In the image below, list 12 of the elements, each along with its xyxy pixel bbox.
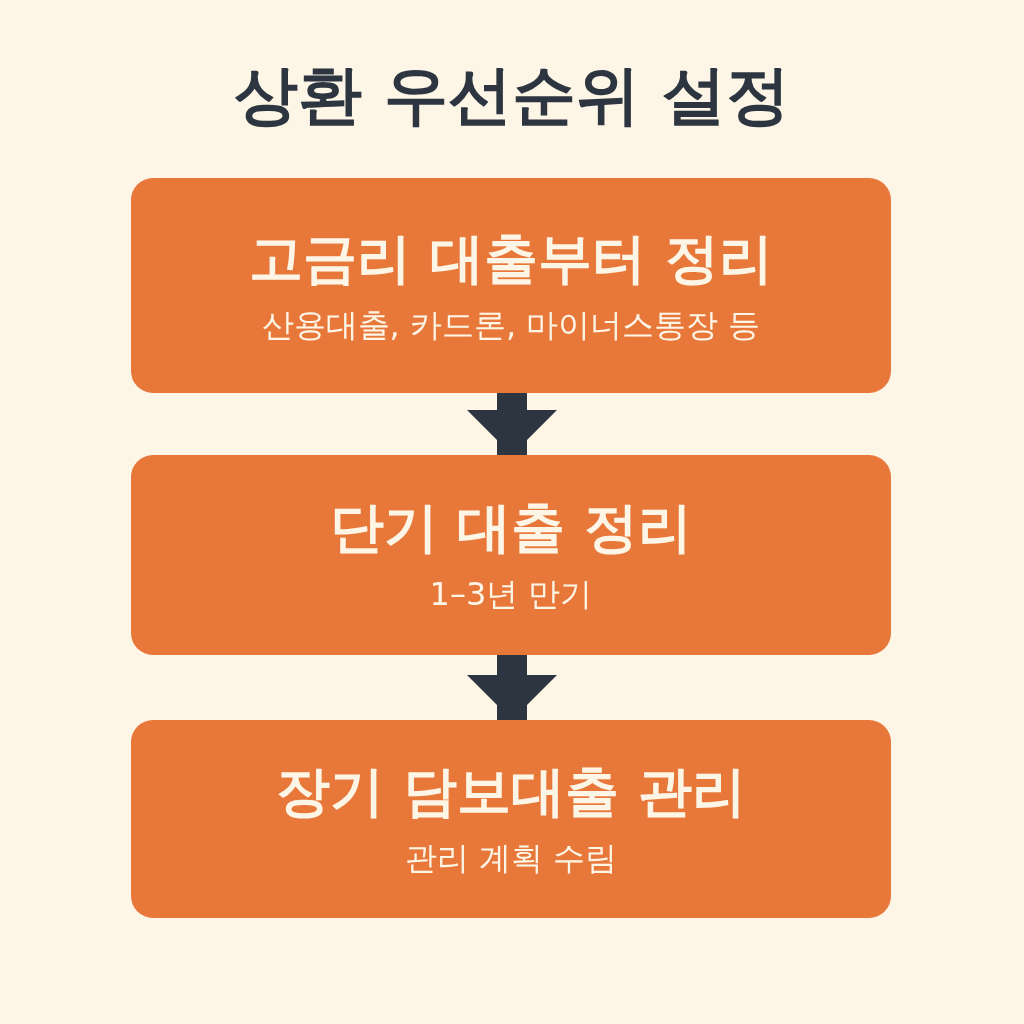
title: 상환 우선순위 설정 <box>233 58 791 132</box>
process-box <box>131 178 891 393</box>
box-heading: 장기 담보대출 관리 <box>276 760 746 826</box>
box-heading: 단기 대출 정리 <box>330 496 692 562</box>
arrow <box>467 393 557 455</box>
box-heading: 고금리 대출부터 정리 <box>249 226 773 292</box>
box-subtext: 관리 계획 수림 <box>404 839 618 878</box>
arrow <box>467 655 557 720</box>
process-box <box>131 455 891 655</box>
box-subtext: 1–3년 만기 <box>429 575 593 614</box>
box-subtext: 산용대출, 카드론, 마이너스통장 등 <box>261 305 761 345</box>
process-box <box>131 720 891 918</box>
